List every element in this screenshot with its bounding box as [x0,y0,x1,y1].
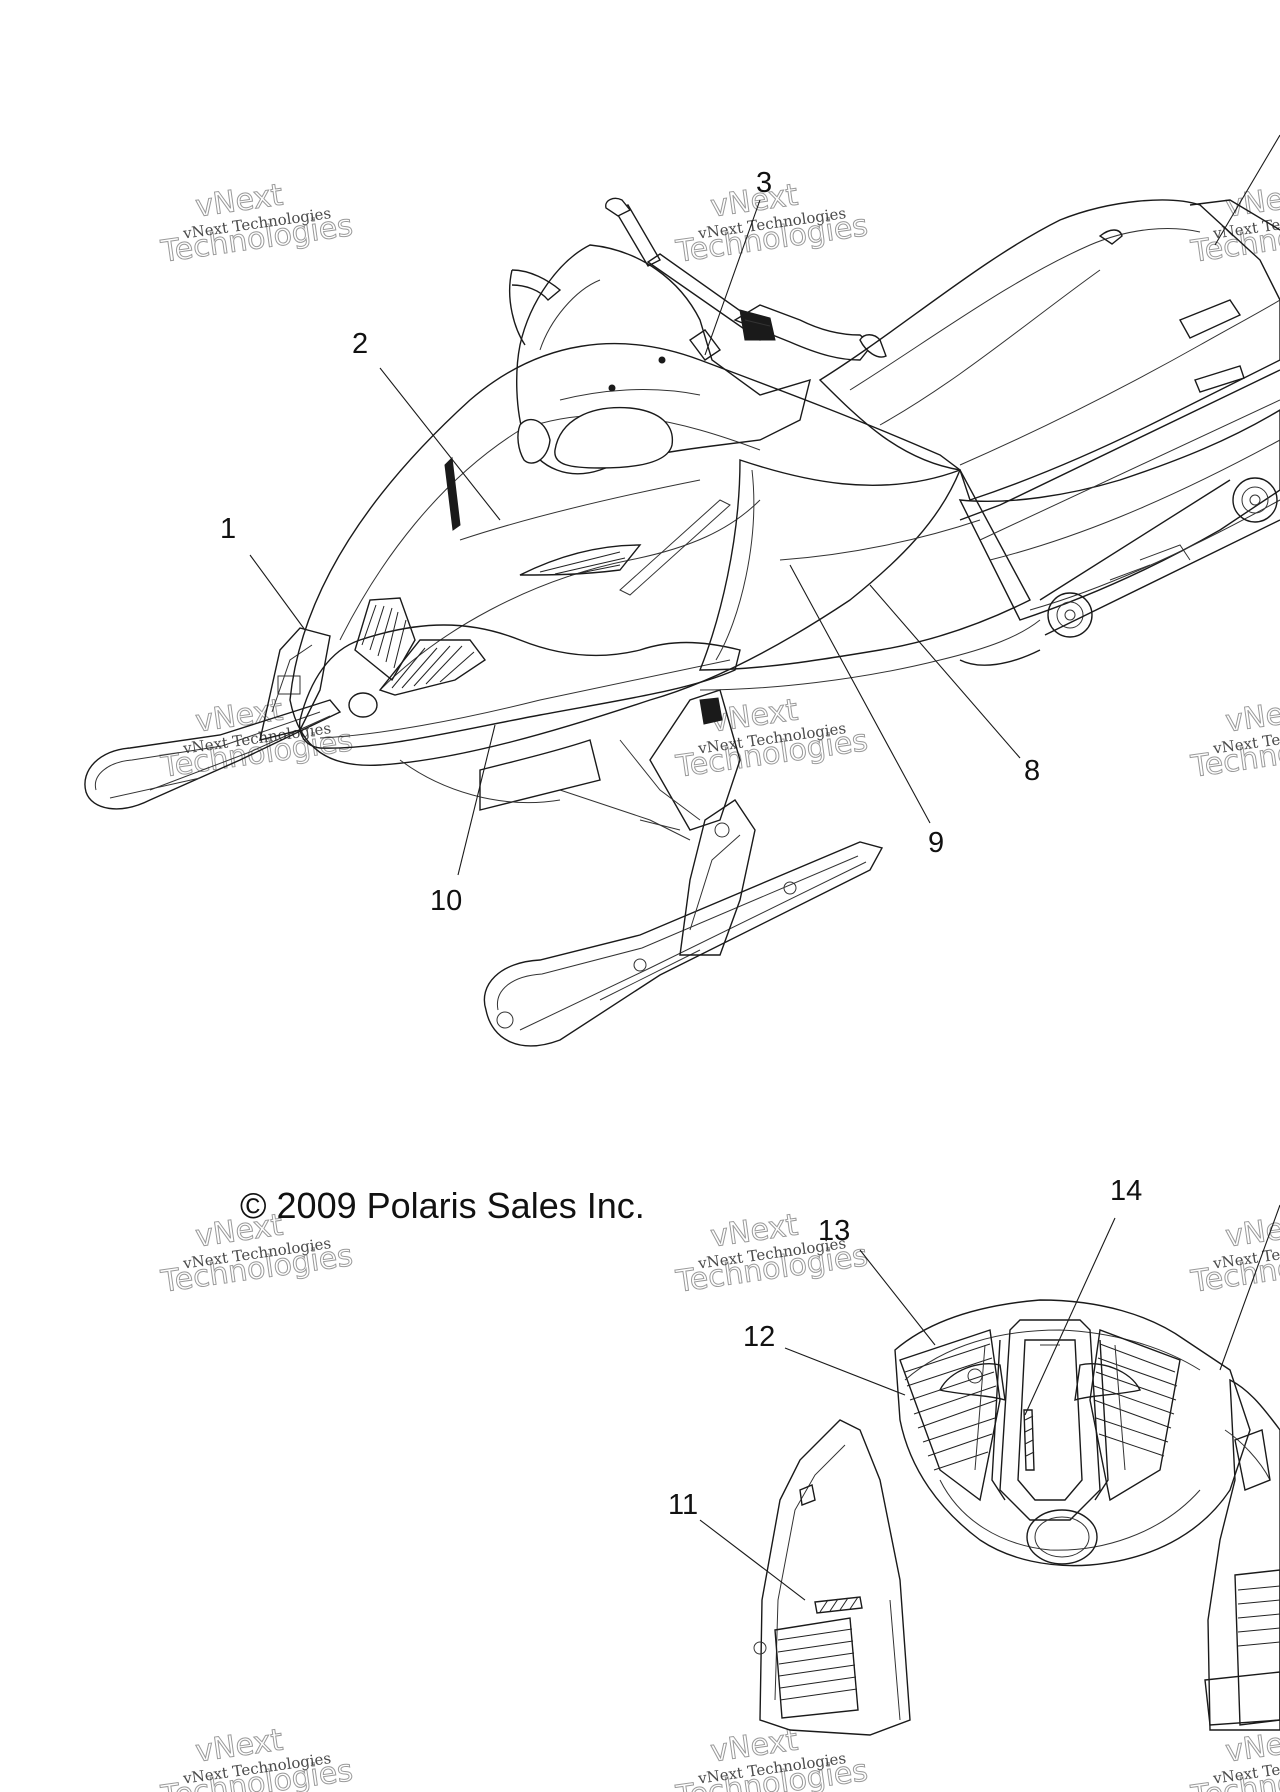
left-hood-hatch [904,1343,998,1471]
callout-13: 13 [818,1215,850,1247]
seat-tunnel [818,199,1280,621]
callout-14: 14 [1110,1175,1142,1207]
callout-1: 1 [220,513,236,545]
windshield [508,244,811,475]
rear-suspension [959,477,1280,666]
front-suspension [559,689,756,956]
callout-2: 2 [352,328,368,360]
callout-9: 9 [928,827,944,859]
right-hood-hatch [1093,1343,1178,1457]
grille-slats-left [361,604,407,669]
copyright-notice: © 2009 Polaris Sales Inc. [240,1185,645,1226]
callout-11: 11 [668,1489,698,1521]
hood-front-view [753,1299,1280,1736]
hood-body [289,342,1041,811]
leader-lines [249,134,1280,1601]
right-footrest-slats [1237,1585,1280,1647]
callout-12: 12 [743,1321,775,1353]
callout-10: 10 [430,885,462,917]
snowmobile-side-view [84,197,1280,1047]
grille-slats-right [391,645,475,689]
callout-3: 3 [756,167,772,199]
right-ski [483,841,884,1047]
callout-labels: 1 2 3 8 9 10 11 12 13 14 [220,167,1142,1521]
hood-vent-mesh [539,551,626,576]
left-footrest-slats [777,1628,858,1701]
callout-8: 8 [1024,755,1040,787]
